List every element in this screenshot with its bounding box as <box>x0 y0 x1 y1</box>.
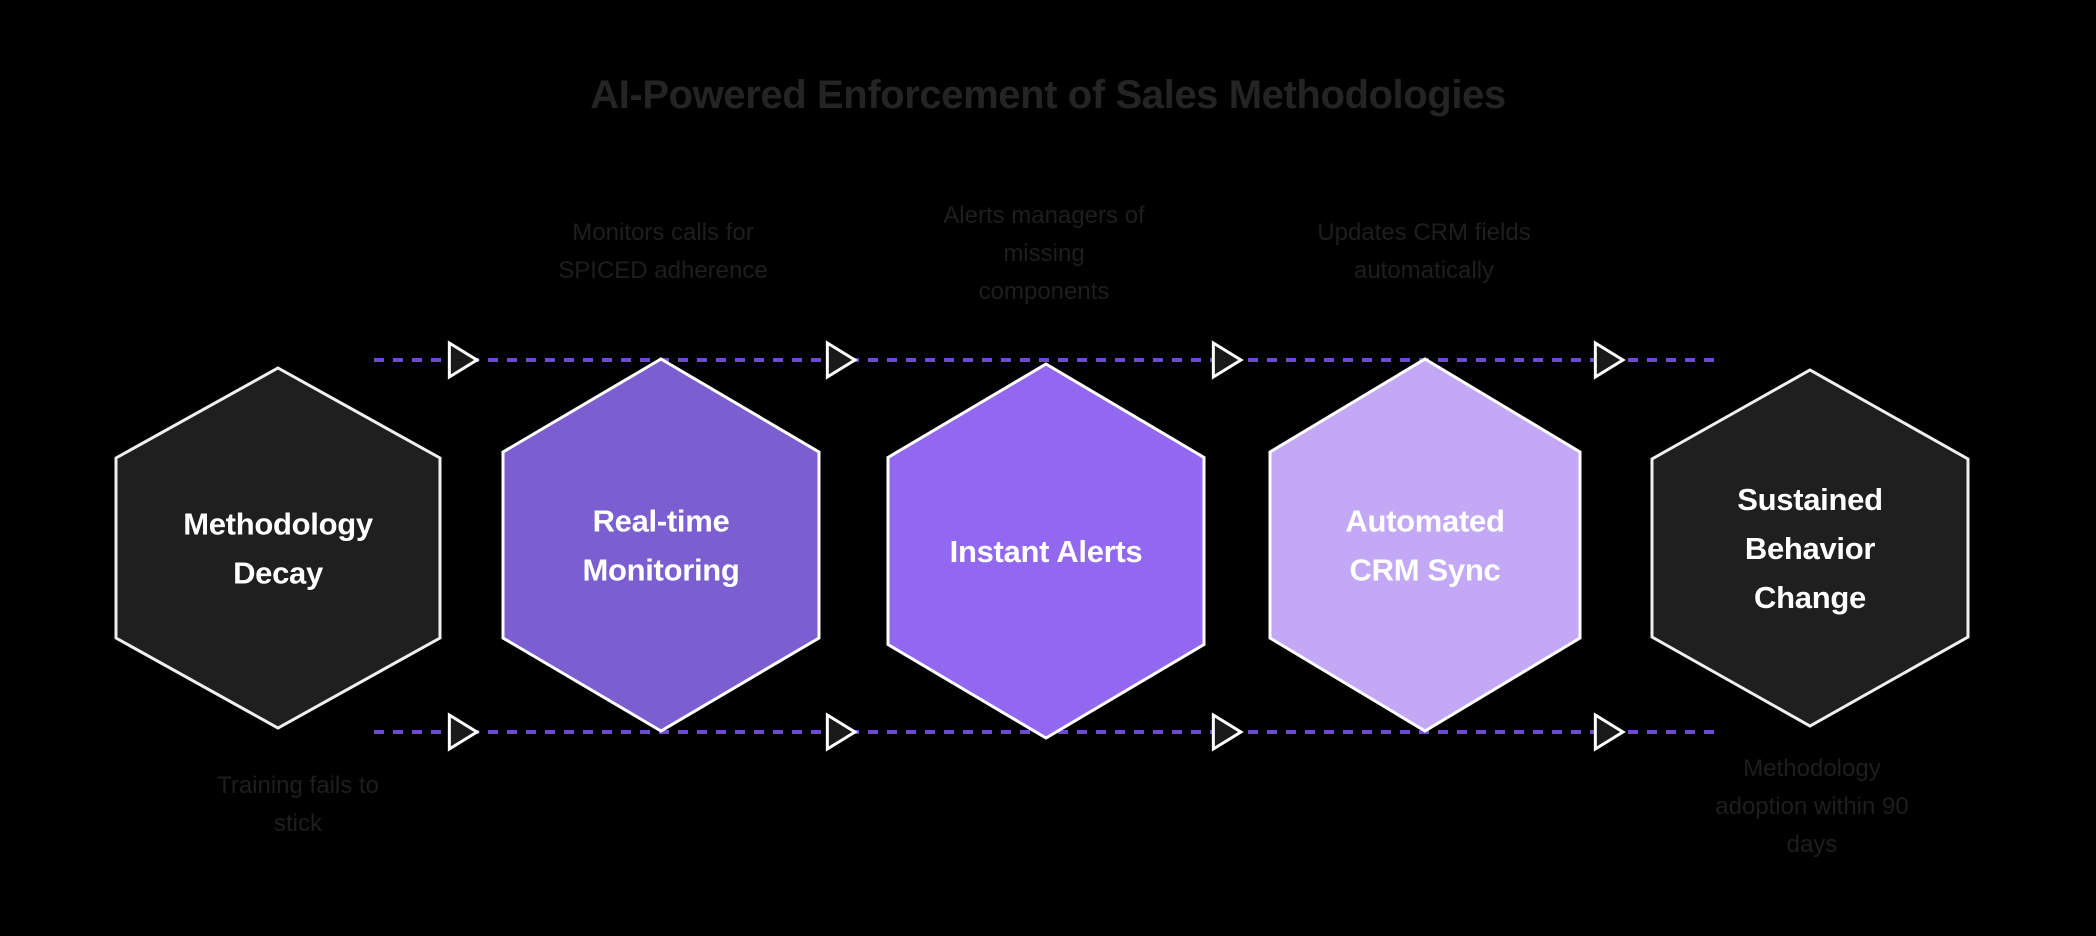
arrowhead-icon <box>447 340 480 380</box>
caption-alerts-managers: Alerts managers of missing components <box>943 202 1145 305</box>
arrowhead-icon <box>825 712 858 752</box>
caption-line: SPICED adherence <box>558 257 767 284</box>
hexagon-shape[interactable] <box>1268 357 1582 733</box>
arrowhead-icon <box>447 712 480 752</box>
caption-line: missing <box>1003 240 1084 267</box>
arrowhead-icon <box>1593 712 1626 752</box>
caption-line: Training fails to <box>217 772 379 799</box>
caption-line: automatically <box>1354 257 1494 284</box>
top-flow-connector <box>374 340 1722 380</box>
node-label-line: CRM Sync <box>1350 553 1501 588</box>
arrowhead-icon <box>1211 340 1244 380</box>
node-label-line: Change <box>1754 580 1866 615</box>
hexagon-shape[interactable] <box>886 362 1206 740</box>
caption-updates-crm: Updates CRM fields automatically <box>1317 219 1530 284</box>
node-layer: MethodologyDecayReal-timeMonitoringInsta… <box>114 357 1970 740</box>
caption-line: Monitors calls for <box>572 219 753 246</box>
node-label-line: Sustained <box>1737 482 1882 517</box>
caption-line: Updates CRM fields <box>1317 219 1530 246</box>
caption-line: days <box>1787 831 1838 858</box>
caption-line: components <box>979 278 1110 305</box>
node-label-line: Decay <box>233 556 324 591</box>
node-label-line: Methodology <box>183 507 374 542</box>
arrowhead-icon <box>825 340 858 380</box>
caption-line: adoption within 90 <box>1715 793 1908 820</box>
node-label-line: Automated <box>1345 504 1504 539</box>
caption-line: Alerts managers of <box>943 202 1145 229</box>
node-label-line: Real-time <box>593 504 730 539</box>
node-label-line: Behavior <box>1745 531 1875 566</box>
caption-training-fails: Training fails to stick <box>217 772 379 837</box>
caption-line: Methodology <box>1743 755 1880 782</box>
caption-line: stick <box>274 810 323 837</box>
hexagon-shape[interactable] <box>1650 368 1970 728</box>
hexagon-shape[interactable] <box>501 357 821 733</box>
arrowhead-icon <box>1211 712 1244 752</box>
hexagon-shape[interactable] <box>114 366 442 730</box>
page-title: AI-Powered Enforcement of Sales Methodol… <box>590 73 1505 117</box>
arrowhead-icon <box>1593 340 1626 380</box>
node-label-line: Monitoring <box>582 553 739 588</box>
caption-adoption-90-days: Methodology adoption within 90 days <box>1715 755 1908 858</box>
flow-node-instant-alerts[interactable]: Instant Alerts <box>886 362 1206 740</box>
node-label-line: Instant Alerts <box>950 534 1143 569</box>
